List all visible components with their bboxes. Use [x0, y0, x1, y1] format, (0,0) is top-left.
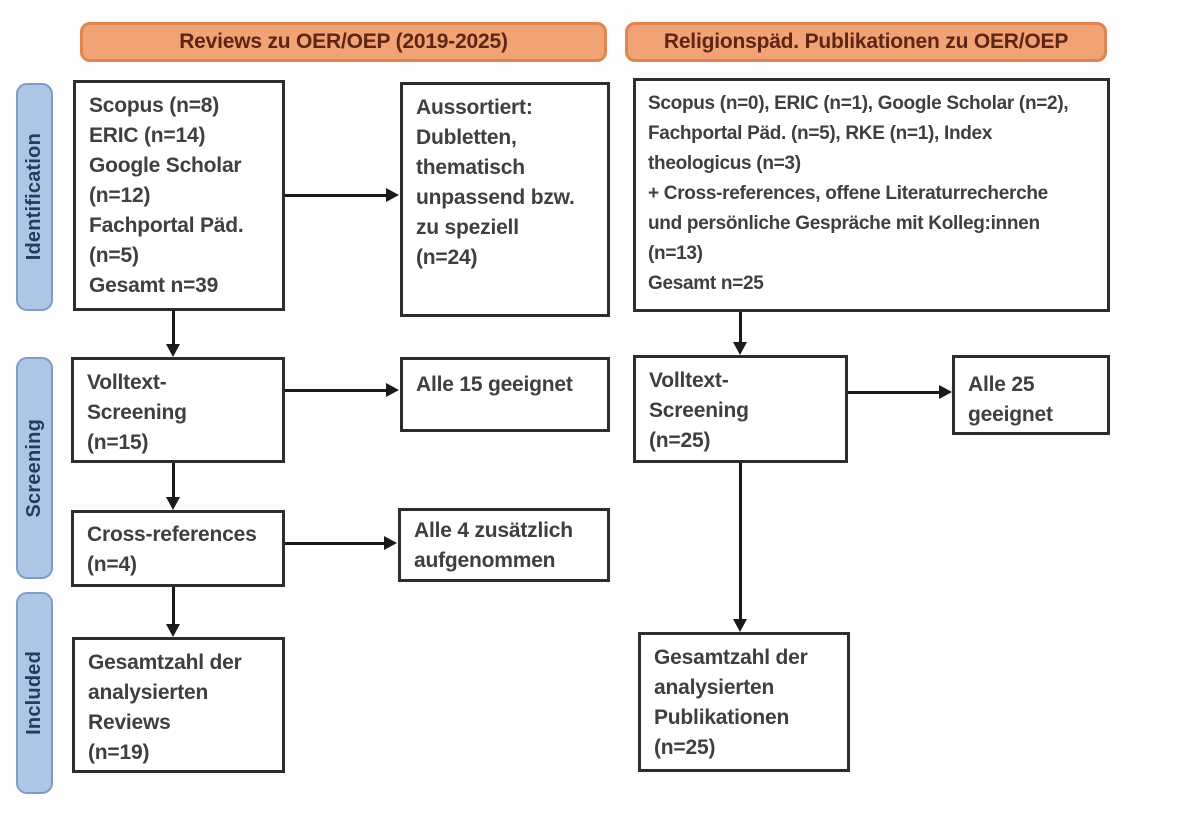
stage-included: Included	[16, 592, 53, 794]
column-header-religionspaed: Religionspäd. Publikationen zu OER/OEP	[625, 22, 1107, 62]
box-left-sources: Scopus (n=8) ERIC (n=14) Google Scholar …	[73, 80, 285, 311]
arrow-left-sources-to-excluded	[285, 188, 399, 202]
arrow-right-fulltext-to-result	[848, 385, 952, 399]
arrow-left-sources-to-fulltext	[166, 310, 180, 357]
stage-identification: Identification	[16, 83, 53, 311]
arrow-left-fulltext-to-result	[285, 383, 399, 397]
box-left-crossreferences: Cross-references (n=4)	[71, 510, 285, 587]
box-left-crossref-result: Alle 4 zusätzlich aufgenommen	[398, 508, 610, 582]
box-right-fulltext-result: Alle 25 geeignet	[952, 355, 1110, 435]
arrow-left-crossref-to-result	[285, 536, 397, 550]
stage-identification-label: Identification	[23, 133, 45, 261]
box-left-fulltext-screening: Volltext- Screening (n=15)	[71, 357, 285, 463]
stage-included-label: Included	[23, 651, 45, 735]
column-header-reviews: Reviews zu OER/OEP (2019-2025)	[80, 22, 607, 62]
arrow-right-sources-to-fulltext	[733, 312, 747, 355]
arrow-left-fulltext-to-crossref	[166, 463, 180, 510]
box-left-included-total: Gesamtzahl der analysierten Reviews (n=1…	[72, 637, 285, 773]
stage-screening-label: Screening	[23, 418, 45, 518]
box-right-included-total: Gesamtzahl der analysierten Publikatione…	[638, 632, 850, 772]
stage-screening: Screening	[16, 357, 53, 579]
box-left-fulltext-result: Alle 15 geeignet	[400, 357, 610, 432]
arrow-left-crossref-to-included	[166, 587, 180, 637]
arrow-right-fulltext-to-included	[733, 463, 747, 632]
box-right-sources: Scopus (n=0), ERIC (n=1), Google Scholar…	[633, 78, 1110, 312]
box-left-excluded: Aussortiert: Dubletten, thematisch unpas…	[400, 82, 610, 317]
box-right-fulltext-screening: Volltext- Screening (n=25)	[633, 355, 848, 463]
